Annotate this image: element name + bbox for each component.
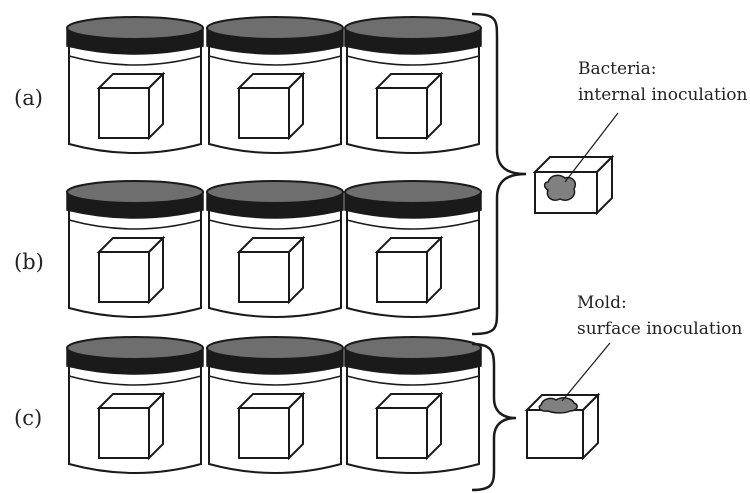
cube-front-face (376, 87, 428, 139)
row-label-c: (c) (14, 406, 43, 430)
mold-leader-line (561, 342, 611, 402)
jar-lid-top (206, 16, 344, 40)
row-label-a: (a) (14, 86, 43, 110)
jar-rim (68, 219, 202, 230)
bacteria-annotation-title: Bacteria: (578, 59, 657, 79)
cube-front-face (238, 87, 290, 139)
jar-lid-top (344, 336, 482, 360)
jar-lid-top (344, 180, 482, 204)
cube-front-face (238, 251, 290, 303)
bacteria-inoculated-cube (532, 154, 615, 216)
jar (66, 16, 204, 154)
mold-annotation-method: surface inoculation (577, 319, 743, 339)
cube-front-face (98, 407, 150, 459)
jar-rim (346, 219, 480, 230)
jar-grid (66, 16, 482, 474)
jar (66, 180, 204, 318)
bacteria-leader-line (564, 112, 619, 183)
jar-rim (208, 219, 342, 230)
bacteria-annotation-method: internal inoculation (578, 85, 748, 105)
cube-front-face (376, 407, 428, 459)
jar (344, 180, 482, 318)
jar-lid-top (206, 336, 344, 360)
cube-front-face (376, 251, 428, 303)
bacteria-annotation: Bacteria: internal inoculation (578, 56, 747, 108)
jar-rim (68, 55, 202, 66)
mold-annotation-title: Mold: (577, 293, 627, 313)
jar-rim (68, 375, 202, 386)
jar-rim (346, 375, 480, 386)
mold-annotation: Mold: surface inoculation (577, 290, 742, 342)
jar (66, 336, 204, 474)
jar-lid-top (66, 336, 204, 360)
jar-lid-top (66, 180, 204, 204)
jar-rim (208, 375, 342, 386)
row-label-b: (b) (14, 250, 44, 274)
cube-front-face (98, 251, 150, 303)
jar (206, 16, 344, 154)
jar-rim (346, 55, 480, 66)
jar (206, 180, 344, 318)
jar (344, 336, 482, 474)
jar (344, 16, 482, 154)
bracket-ab (471, 12, 527, 336)
cube-front-face (238, 407, 290, 459)
jar-lid-top (206, 180, 344, 204)
mold-inoculated-cube (524, 392, 601, 461)
cube-front-face (98, 87, 150, 139)
jar-rim (208, 55, 342, 66)
surface-inoculum-blob (538, 397, 578, 414)
bracket-c (471, 342, 517, 492)
jar-lid-top (344, 16, 482, 40)
jar (206, 336, 344, 474)
internal-inoculum-blob (543, 174, 577, 202)
jar-lid-top (66, 16, 204, 40)
